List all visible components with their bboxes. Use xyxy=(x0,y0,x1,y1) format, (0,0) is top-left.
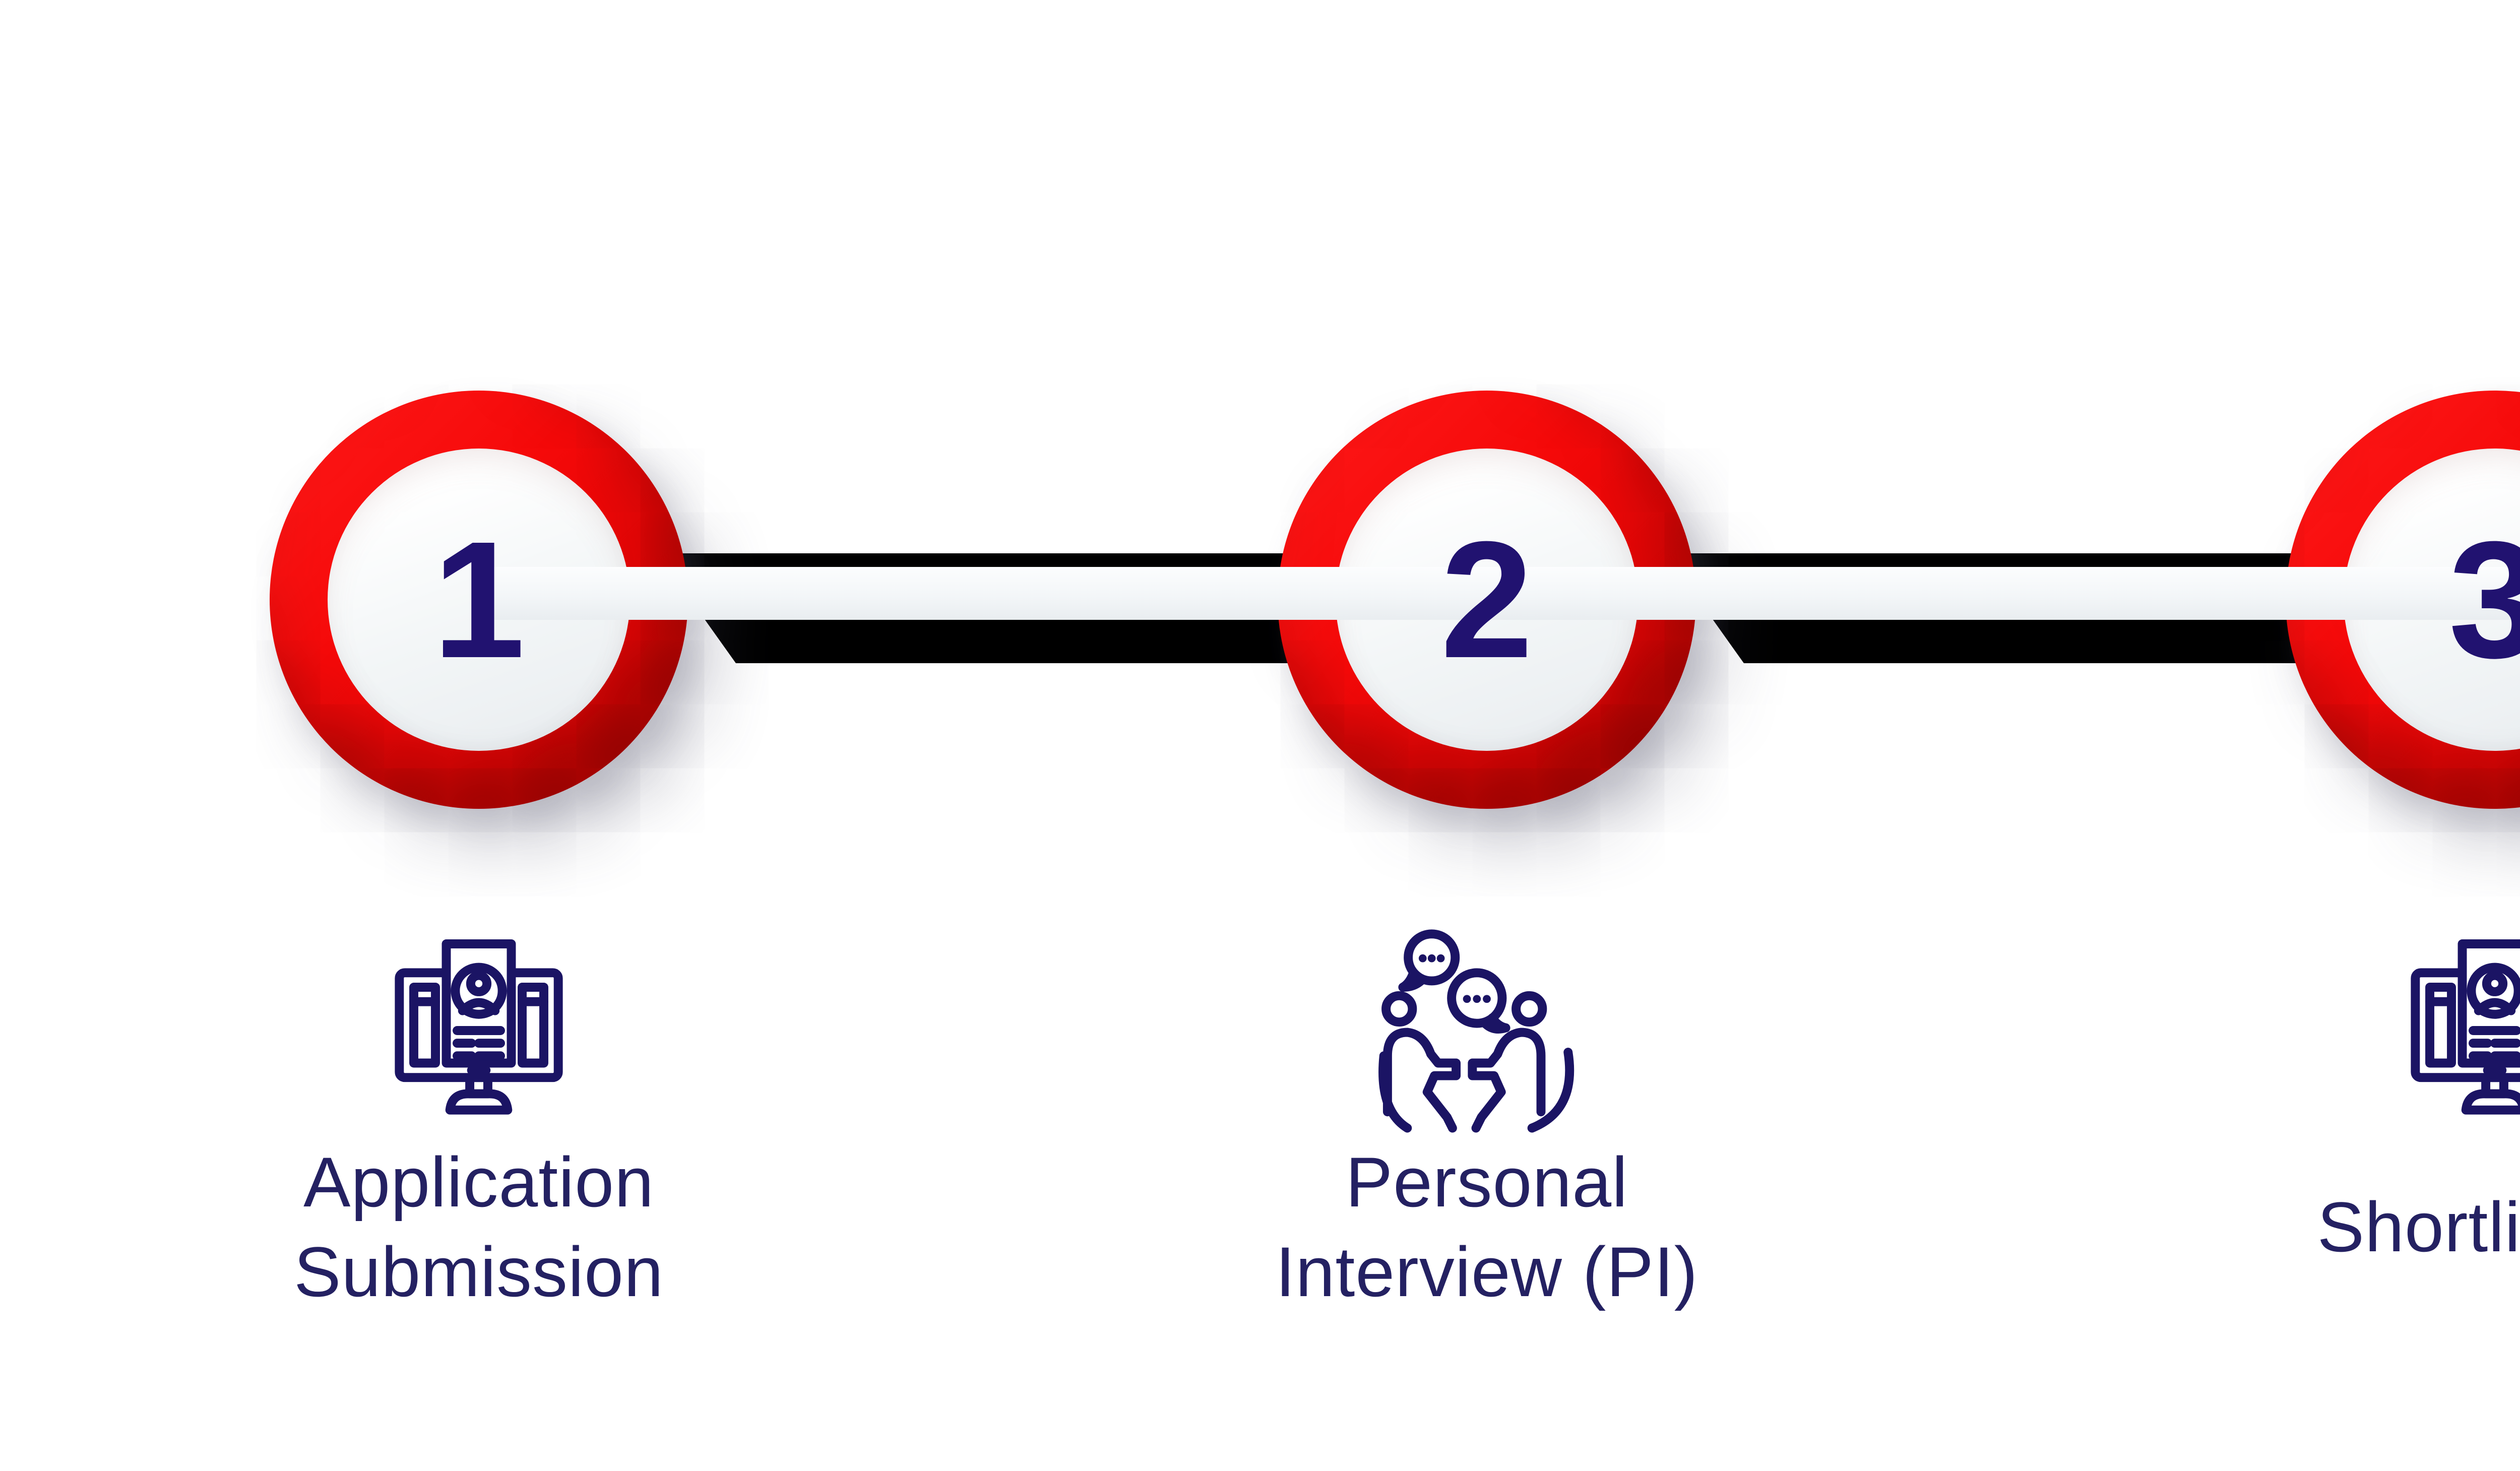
connector-strip-3 xyxy=(2495,567,2520,620)
step-3-label-line1: Shortlisting xyxy=(2317,1187,2520,1266)
step-1-label-line1: Application xyxy=(303,1142,654,1222)
connector-strip-1 xyxy=(479,567,1487,620)
step-1-label: Application Submission xyxy=(101,1134,857,1320)
application-monitor-icon xyxy=(370,922,587,1139)
step-2-label-line2: Interview (PI) xyxy=(1275,1232,1698,1311)
step-3-label: Shortlisting xyxy=(2117,1134,2520,1320)
step-1-label-line2: Submission xyxy=(294,1232,664,1311)
step-3-number: 3 xyxy=(2448,506,2520,692)
step-2-label: Personal Interview (PI) xyxy=(1109,1134,1865,1320)
shortlist-monitor-icon xyxy=(2386,922,2520,1139)
connector-strip-2 xyxy=(1487,567,2495,620)
interview-chat-icon xyxy=(1378,922,1595,1139)
step-1-number: 1 xyxy=(432,506,525,692)
step-2-label-line1: Personal xyxy=(1345,1142,1628,1222)
step-2-number: 2 xyxy=(1440,506,1533,692)
